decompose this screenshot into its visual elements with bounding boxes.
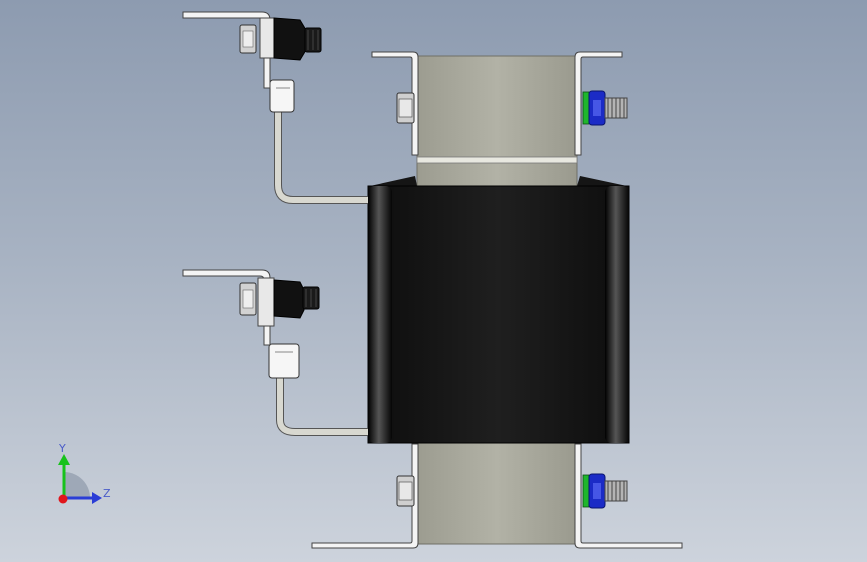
upper-tab-bracket bbox=[182, 11, 271, 89]
lower-wire-clip bbox=[268, 343, 300, 379]
upper-left-bolt bbox=[396, 92, 415, 124]
upper-mounting-bracket-right bbox=[574, 51, 623, 156]
z-axis-label: Z bbox=[103, 487, 111, 500]
lower-hex-nut bbox=[239, 282, 257, 316]
lower-right-terminal[interactable] bbox=[582, 473, 628, 509]
coil-right-roll bbox=[605, 186, 629, 443]
lower-lead-wire[interactable] bbox=[268, 343, 368, 436]
triad-plane-arc bbox=[64, 472, 90, 498]
lower-connector-assembly[interactable] bbox=[182, 269, 320, 346]
lower-mounting-bracket-right bbox=[574, 443, 683, 549]
upper-connector-plug[interactable] bbox=[273, 17, 322, 61]
z-axis-arrow-icon bbox=[92, 492, 102, 504]
transformer-coil[interactable] bbox=[367, 176, 630, 444]
x-axis-dot-icon bbox=[58, 494, 68, 504]
lower-tab-bracket bbox=[182, 269, 271, 346]
lower-frame[interactable] bbox=[311, 439, 683, 549]
upper-right-terminal[interactable] bbox=[582, 90, 628, 126]
upper-lead-wire[interactable] bbox=[269, 79, 368, 204]
upper-mounting-bracket bbox=[371, 51, 419, 156]
upper-frame[interactable] bbox=[371, 51, 628, 187]
lower-mounting-bracket-left bbox=[311, 443, 419, 549]
upper-wire-clip bbox=[269, 79, 295, 113]
upper-connector-assembly[interactable] bbox=[182, 11, 322, 89]
y-axis-label: Y bbox=[58, 442, 66, 455]
upper-hex-nut bbox=[239, 24, 257, 54]
lower-connector-plug[interactable] bbox=[273, 279, 320, 319]
y-axis-arrow-icon bbox=[58, 454, 70, 465]
coil-left-roll bbox=[368, 186, 392, 443]
upper-spring bbox=[604, 97, 628, 119]
lower-spring bbox=[604, 480, 628, 502]
lower-left-bolt bbox=[396, 475, 415, 507]
orientation-triad[interactable]: Y Z bbox=[40, 438, 120, 512]
